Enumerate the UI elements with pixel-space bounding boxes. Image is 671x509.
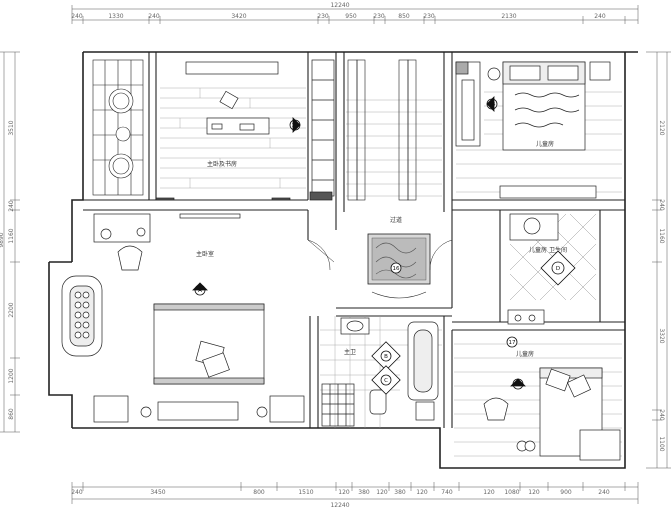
view-marker-16	[506, 336, 518, 348]
svg-text:1510: 1510	[298, 489, 313, 496]
view-markers	[192, 96, 576, 395]
svg-text:380: 380	[394, 489, 406, 496]
svg-text:3320: 3320	[658, 328, 665, 343]
svg-text:17: 17	[509, 340, 516, 346]
svg-text:120: 120	[483, 489, 495, 496]
svg-text:240: 240	[148, 13, 160, 20]
svg-text:240: 240	[594, 13, 606, 20]
room-label-guest-room: 儿童房	[516, 350, 534, 358]
svg-text:3510: 3510	[8, 120, 15, 135]
svg-text:3420: 3420	[231, 13, 246, 20]
svg-text:B: B	[384, 354, 388, 360]
balcony	[92, 59, 144, 196]
room-label-kids-bath: 儿童房 卫生间	[529, 246, 567, 254]
svg-text:2130: 2130	[501, 13, 516, 20]
svg-text:800: 800	[253, 489, 265, 496]
svg-text:14: 14	[489, 102, 496, 108]
right-segment-labels: 2120 240 1160 3320 240 1100	[658, 120, 665, 451]
svg-text:C: C	[384, 378, 388, 384]
view-marker-13	[486, 96, 498, 112]
svg-text:860: 860	[8, 408, 15, 420]
view-marker-bath-group	[371, 341, 401, 371]
room-label-bathroom: 主卫	[344, 348, 356, 356]
svg-text:1100: 1100	[658, 436, 665, 451]
svg-text:120: 120	[376, 489, 388, 496]
left-segment-labels: 3510 240 1160 2200 1200 860 9890	[0, 120, 15, 420]
corridor-floor	[346, 99, 442, 197]
svg-text:240: 240	[8, 200, 15, 212]
hall-doors	[307, 239, 453, 271]
view-marker-15	[390, 262, 402, 274]
svg-text:240: 240	[71, 13, 83, 20]
top-dimension-chain	[71, 5, 639, 24]
corridor-cabinets	[347, 59, 417, 201]
svg-text:120: 120	[528, 489, 540, 496]
hall-rug	[367, 233, 431, 299]
guest-room-furniture	[483, 367, 621, 461]
master-bedroom-furniture	[61, 213, 305, 423]
svg-text:240: 240	[598, 489, 610, 496]
kids-bath-fixtures	[507, 213, 559, 325]
view-marker-14	[510, 378, 526, 390]
svg-text:15: 15	[515, 382, 522, 388]
bottom-dimension-chain	[71, 482, 639, 504]
view-marker-12	[289, 117, 301, 133]
room-label-hall: 过道	[390, 216, 402, 224]
svg-text:240: 240	[71, 489, 83, 496]
top-segment-labels: 240 1330 240 3420 230 950 230 850 230 21…	[71, 13, 606, 20]
bottom-total-dim: 12240	[330, 502, 349, 509]
top-total-dim: 12240	[330, 2, 349, 9]
room-label-study: 主卧及书房	[207, 160, 237, 168]
svg-text:1160: 1160	[8, 228, 15, 243]
left-dimension-chain	[0, 51, 20, 433]
svg-text:2200: 2200	[8, 302, 15, 317]
svg-text:13: 13	[292, 123, 299, 129]
svg-text:1330: 1330	[108, 13, 123, 20]
svg-text:2120: 2120	[658, 120, 665, 135]
right-dimension-chain	[646, 51, 671, 469]
svg-text:230: 230	[373, 13, 385, 20]
svg-text:240: 240	[658, 199, 665, 211]
svg-text:120: 120	[338, 489, 350, 496]
svg-text:1160: 1160	[658, 228, 665, 243]
bathroom-fixtures	[321, 317, 439, 427]
outer-walls	[48, 51, 638, 469]
view-marker-labels: A 13 14 15 B C D 16 17	[198, 102, 560, 388]
svg-text:D: D	[556, 266, 560, 272]
svg-text:1200: 1200	[8, 368, 15, 383]
svg-text:1080: 1080	[504, 489, 519, 496]
svg-text:230: 230	[423, 13, 435, 20]
svg-text:740: 740	[441, 489, 453, 496]
svg-text:950: 950	[345, 13, 357, 20]
room-label-kids-room: 儿童房	[536, 140, 554, 148]
bottom-segment-labels: 240 3450 800 1510 120 380 120 380 120 74…	[71, 489, 610, 496]
svg-text:230: 230	[317, 13, 329, 20]
svg-text:16: 16	[393, 266, 400, 272]
view-marker-bath-group-2	[371, 365, 401, 395]
svg-text:380: 380	[358, 489, 370, 496]
view-marker-kids-bath-group	[540, 250, 576, 286]
svg-text:850: 850	[398, 13, 410, 20]
svg-text:900: 900	[560, 489, 572, 496]
svg-text:120: 120	[416, 489, 428, 496]
svg-text:3450: 3450	[150, 489, 165, 496]
inner-walls	[83, 52, 625, 428]
study-furniture	[155, 59, 335, 201]
svg-text:240: 240	[658, 409, 665, 421]
room-label-master-bedroom: 主卧室	[196, 250, 214, 258]
left-total-dim: 9890	[0, 232, 5, 247]
kids-room-furniture	[455, 61, 611, 199]
svg-text:A: A	[198, 288, 202, 294]
view-marker-A	[192, 282, 208, 296]
